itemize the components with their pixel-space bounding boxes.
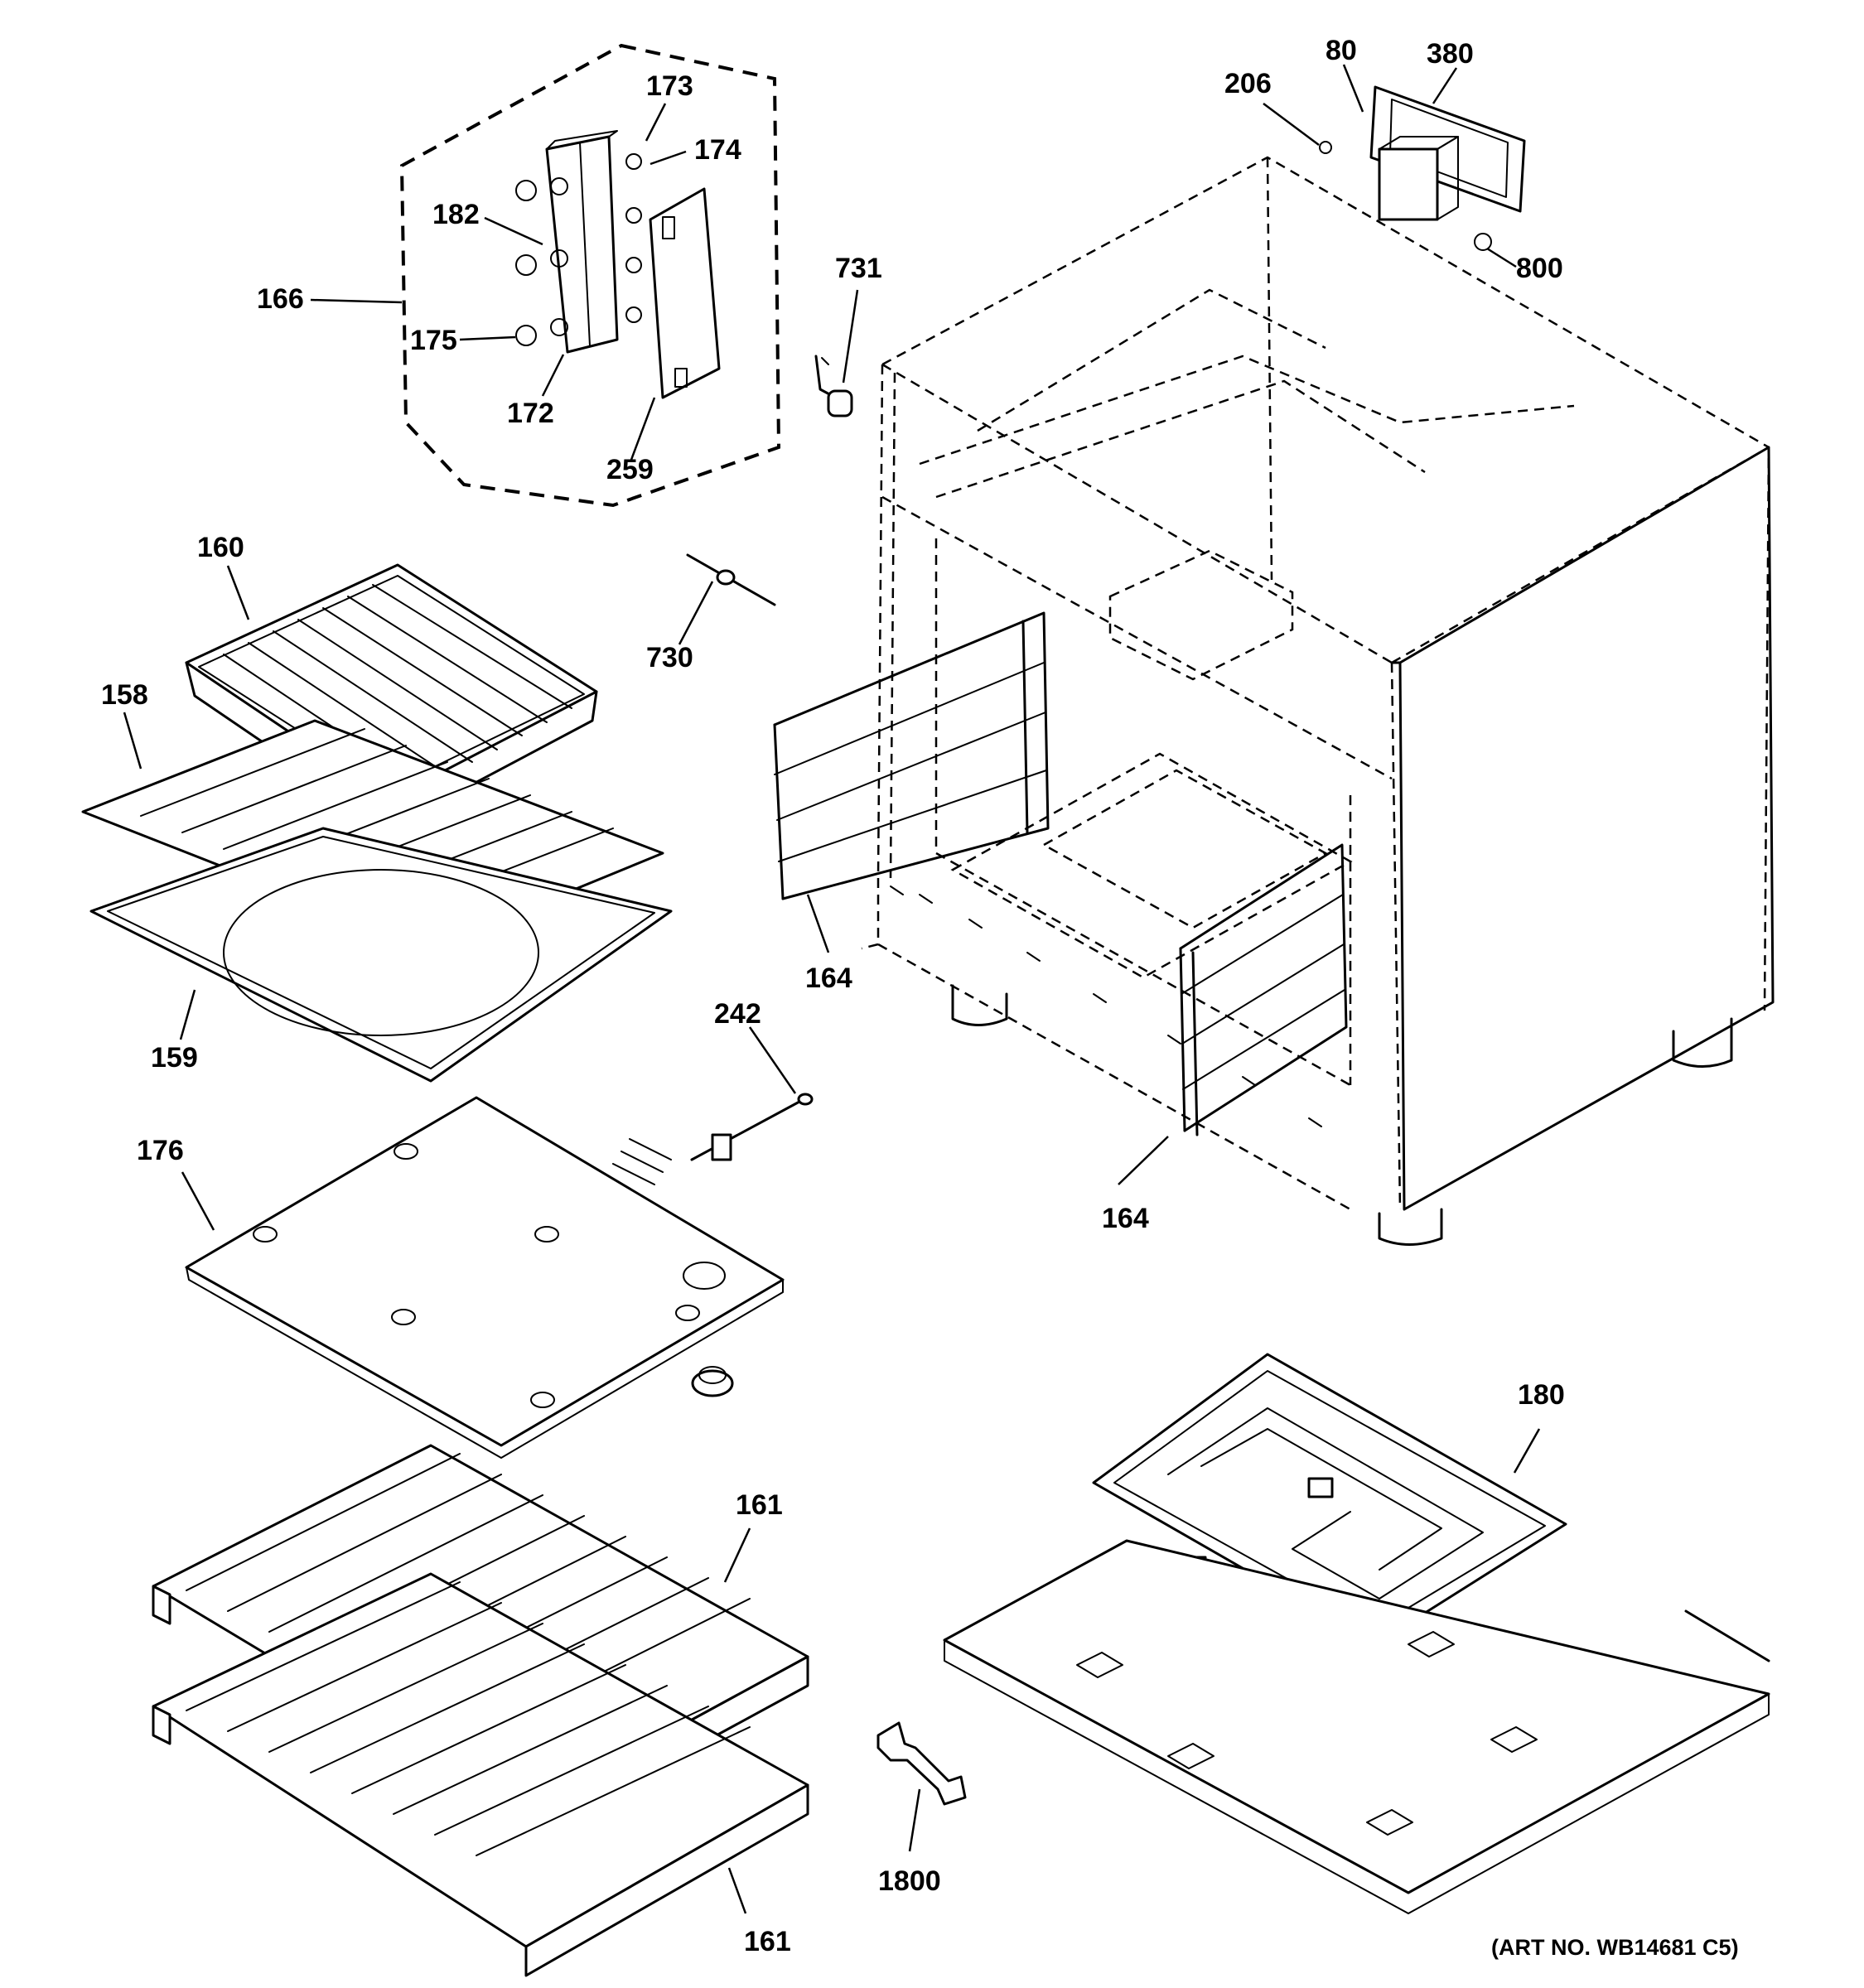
callout-180: 180: [1518, 1379, 1565, 1411]
oven-cabinet: [861, 156, 1775, 1246]
callout-164-right: 164: [1102, 1203, 1149, 1234]
assembly-166-dashed-outline: [399, 43, 781, 508]
rack-support-right: [1179, 843, 1348, 1136]
probe-730: [686, 553, 776, 606]
callout-380: 380: [1427, 38, 1474, 70]
callout-173: 173: [646, 70, 693, 102]
callout-160: 160: [197, 532, 244, 563]
callout-242: 242: [714, 998, 761, 1030]
oven-rack-lower: [152, 1572, 809, 1977]
callout-174: 174: [694, 134, 741, 166]
callout-164-left: 164: [805, 963, 852, 994]
callout-161-lower: 161: [744, 1926, 791, 1957]
callout-206: 206: [1224, 68, 1272, 99]
callout-labels: 80 380 206 800 173 174 182 166 175 172 2…: [101, 35, 1739, 1960]
callout-leader-lines: [123, 64, 1541, 1914]
callout-80: 80: [1326, 35, 1357, 66]
burner-control-assembly: [399, 43, 781, 508]
transformer-bracket: [1319, 85, 1526, 251]
callout-182: 182: [432, 199, 480, 230]
switch-cover: [649, 187, 721, 399]
callout-800: 800: [1516, 253, 1563, 284]
callout-166: 166: [257, 283, 304, 315]
callout-1800: 1800: [878, 1865, 941, 1897]
callout-158: 158: [101, 679, 148, 711]
callout-731: 731: [835, 253, 882, 284]
wrench-tool: [876, 1721, 967, 1806]
callout-175: 175: [410, 325, 457, 356]
art-number: (ART NO. WB14681 C5): [1491, 1935, 1739, 1960]
bake-element-cover: [185, 1096, 785, 1459]
callout-159: 159: [151, 1042, 198, 1074]
callout-730: 730: [646, 642, 693, 673]
callout-176: 176: [137, 1135, 184, 1166]
callout-172: 172: [507, 398, 554, 429]
bottom-tray: [943, 1539, 1770, 1914]
broiler-pan: [89, 827, 673, 1083]
rack-support-left: [773, 611, 1050, 900]
sensor-731: [814, 355, 853, 417]
callout-259: 259: [606, 454, 654, 485]
callout-161-upper: 161: [736, 1489, 783, 1521]
temperature-sensor-242: [690, 1093, 814, 1161]
